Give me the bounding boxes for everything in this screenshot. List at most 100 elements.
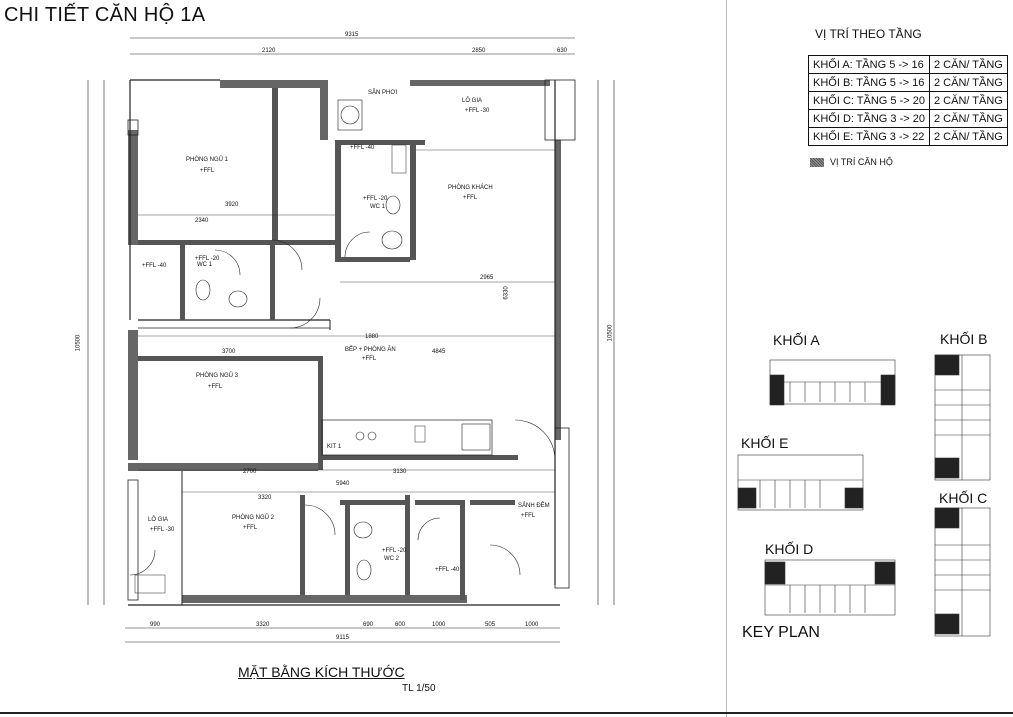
room-label-loggia-left: LÔ GIA (148, 517, 169, 523)
dim-top-b: 2850 (472, 48, 486, 54)
dim-r2: 2340 (195, 218, 209, 224)
wall-bed1-left (128, 130, 138, 245)
room-label-hall: SẢNH ĐÊM (518, 503, 550, 509)
dim-left-total: 10500 (75, 334, 82, 352)
key-plan-block-a (769, 359, 896, 406)
table-cell-block: KHỐI A: TẦNG 5 -> 16 (808, 55, 930, 74)
level-hall: +FFL (521, 513, 536, 519)
level-wc2-shower: +FFL -40 (435, 567, 460, 573)
room-label-wc1a: WC 1 (370, 204, 385, 210)
dim-b1: 990 (150, 622, 161, 628)
dim-r3: 3700 (222, 349, 236, 355)
level-wc1b: +FFL -20 (195, 256, 220, 262)
table-cell-units: 2 CĂN/ TẦNG (928, 91, 1008, 110)
dim-top-c: 630 (557, 48, 568, 54)
key-plan-block-b (934, 354, 991, 481)
key-plan-label: KEY PLAN (742, 624, 820, 641)
door-main (514, 419, 556, 461)
block-label-c: KHỐI C (939, 490, 988, 506)
room-label-bed2: PHÒNG NGỦ 2 (232, 515, 275, 521)
room-label-wc2: WC 2 (384, 556, 399, 562)
level-bed2: +FFL (243, 525, 258, 531)
dim-right-mid: 6330 (503, 286, 510, 300)
level-wc1a: +FFL -20 (363, 196, 388, 202)
dim-r6: 3320 (258, 495, 272, 501)
floor-position-heading: VỊ TRÍ THEO TẦNG (815, 27, 922, 41)
dim-r1: 3920 (225, 202, 239, 208)
block-label-d: KHỐI D (765, 541, 814, 557)
block-label-e: KHỐI E (741, 435, 789, 451)
wall-sanphoi (320, 80, 328, 140)
wall-right (555, 140, 561, 440)
door-wc2 (417, 517, 441, 541)
dim-b6: 505 (485, 622, 496, 628)
dim-right-total: 10500 (607, 324, 614, 342)
room-label-kit: KIT 1 (327, 444, 342, 450)
dim-r5: 5940 (336, 481, 350, 487)
level-living: +FFL (463, 195, 478, 201)
dim-r9: 2700 (243, 469, 257, 475)
level-loggia-left: +FFL -30 (150, 527, 175, 533)
table-cell-block: KHỐI B: TẦNG 5 -> 16 (808, 73, 930, 92)
room-label-bed1: PHÒNG NGỦ 1 (186, 157, 229, 163)
level-bed1: +FFL (200, 168, 215, 174)
door-wc1 (344, 231, 371, 258)
table-cell-block: KHỐI E: TẦNG 3 -> 22 (808, 127, 930, 146)
table-cell-block: KHỐI C: TẦNG 5 -> 20 (808, 91, 930, 110)
dim-b2: 3320 (256, 622, 270, 628)
dim-b5: 1000 (432, 622, 446, 628)
table-cell-units: 2 CĂN/ TẦNG (928, 73, 1008, 92)
door-bed1 (271, 239, 303, 271)
level-loggia-top: +FFL -30 (465, 108, 490, 114)
kitchen-counter (321, 419, 493, 456)
door-bed2 (304, 504, 336, 536)
dim-b7: 1000 (525, 622, 539, 628)
dim-top-a: 2120 (262, 48, 276, 54)
key-plan-block-d (764, 559, 896, 616)
room-label-kitchen: BẾP + PHÒNG ĂN (345, 347, 396, 353)
level-corridor: +FFL -40 (350, 145, 375, 151)
wall-top-left (220, 80, 320, 88)
level-wc2: +FFL -20 (382, 548, 407, 554)
room-label-loggia-top: LÔ GIA (462, 98, 483, 104)
sidebar-divider (726, 0, 727, 717)
drawing-title: MẶT BẰNG KÍCH THƯỚC (238, 664, 405, 680)
room-label-laundry: SÂN PHƠI (368, 90, 398, 96)
door-bed3 (289, 297, 321, 329)
door-wc1b (214, 249, 241, 276)
table-cell-block: KHỐI D: TẦNG 3 -> 20 (808, 109, 930, 128)
level-kitchen: +FFL (362, 356, 377, 362)
block-label-a: KHỐI A (773, 332, 820, 348)
door-hall (489, 544, 521, 576)
loggia-left-rail (127, 479, 139, 601)
level-bed3: +FFL (208, 384, 223, 390)
page-title: CHI TIẾT CĂN HỘ 1A (4, 4, 206, 26)
key-plan-block-c (934, 507, 991, 637)
table-cell-units: 2 CĂN/ TẦNG (928, 55, 1008, 74)
loggia-rail-top (544, 79, 576, 141)
legend-swatch (810, 157, 824, 167)
dim-bottom-total: 9115 (336, 635, 349, 641)
wall-bottom (182, 595, 467, 603)
dim-r8: 1880 (365, 334, 379, 340)
table-cell-units: 2 CĂN/ TẦNG (928, 109, 1008, 128)
dim-b4: 600 (395, 622, 406, 628)
dim-b3: 690 (363, 622, 374, 628)
room-label-living: PHÒNG KHÁCH (448, 185, 493, 191)
bottom-rule (0, 712, 1013, 714)
legend: VỊ TRÍ CĂN HỘ (810, 157, 893, 167)
room-label-bed3: PHÒNG NGỦ 3 (196, 373, 239, 379)
room-label-wc1b: WC 1 (197, 262, 212, 268)
legend-text: VỊ TRÍ CĂN HỘ (830, 157, 893, 167)
block-label-b: KHỐI B (940, 331, 988, 347)
drawing-scale: TL 1/50 (402, 683, 436, 694)
dim-top-total: 9315 (345, 32, 359, 38)
table-cell-units: 2 CĂN/ TẦNG (928, 127, 1008, 146)
